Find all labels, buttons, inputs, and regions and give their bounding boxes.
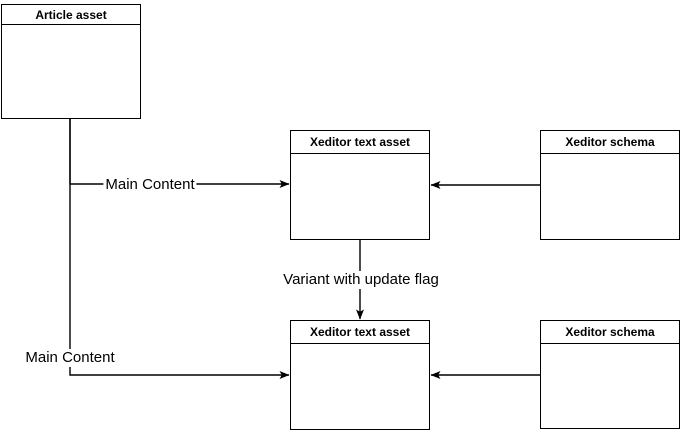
connector-article-to-text-asset-top [69, 119, 290, 188]
node-xeditor-text-asset-top: Xeditor text asset [290, 130, 430, 240]
node-xeditor-schema-top-title: Xeditor schema [541, 131, 679, 154]
connector-article-to-text-asset-bottom [69, 119, 290, 379]
node-xeditor-schema-top: Xeditor schema [540, 130, 680, 240]
edge-label-main-content-top: Main Content [103, 176, 197, 194]
node-xeditor-text-asset-bottom-title: Xeditor text asset [291, 321, 429, 344]
node-xeditor-text-asset-top-title: Xeditor text asset [291, 131, 429, 154]
node-article-asset: Article asset [1, 4, 141, 119]
edge-label-variant-with-update-flag: Variant with update flag [281, 271, 441, 289]
edge-label-main-content-bottom: Main Content [23, 349, 117, 367]
node-xeditor-text-asset-bottom: Xeditor text asset [290, 320, 430, 430]
node-xeditor-schema-bottom: Xeditor schema [540, 320, 680, 429]
node-xeditor-schema-bottom-title: Xeditor schema [541, 321, 679, 344]
node-article-asset-title: Article asset [2, 5, 140, 25]
